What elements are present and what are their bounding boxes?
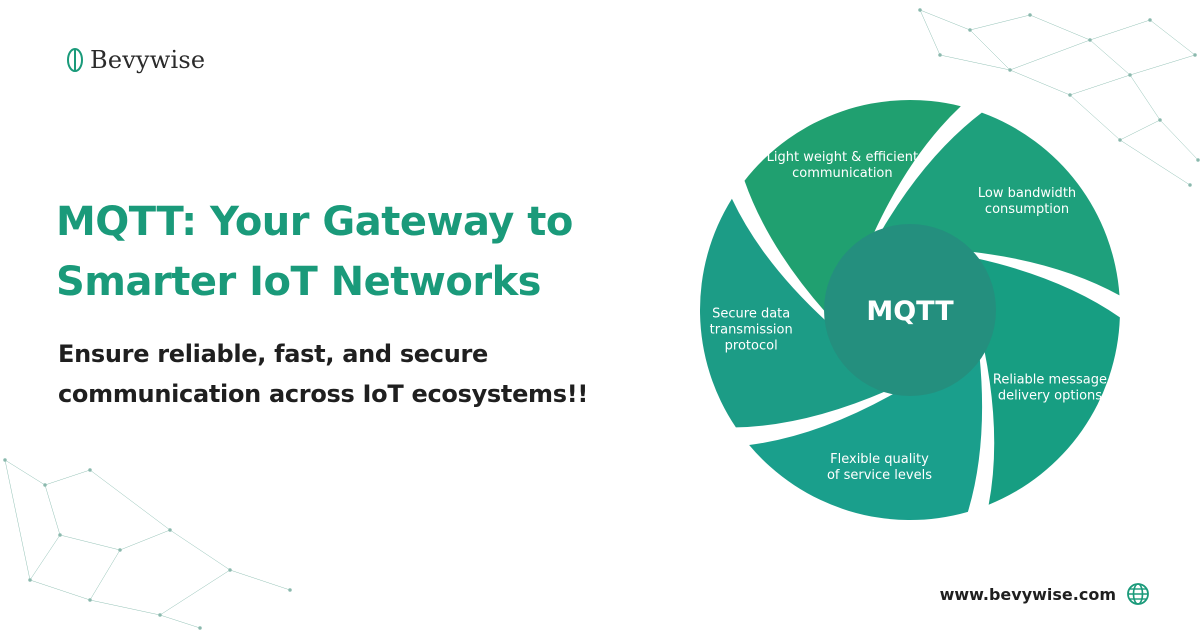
- page-title: MQTT: Your Gateway to Smarter IoT Networ…: [56, 192, 696, 312]
- diagram-segment-label-line: consumption: [985, 202, 1069, 217]
- diagram-segment-label-line: Light weight & efficient: [767, 150, 918, 165]
- website-link[interactable]: www.bevywise.com: [940, 582, 1150, 606]
- brand-name: Bevywise: [90, 46, 206, 74]
- network-pattern-bottom-left: [3, 458, 292, 630]
- diagram-segment-4: [749, 356, 983, 520]
- diagram-segment-label-line: transmission: [710, 322, 793, 337]
- page-subtitle-line-2: communication across IoT ecosystems!!: [58, 380, 589, 408]
- diagram-segment-1: [744, 100, 961, 313]
- diagram-segment-label-line: communication: [792, 166, 893, 181]
- diagram-segment-label-line: protocol: [725, 338, 778, 353]
- segments-layer: [700, 100, 1120, 520]
- diagram-segment-label-line: Secure data: [712, 306, 790, 321]
- page-title-line-1: MQTT: Your Gateway to: [56, 199, 573, 245]
- leaf-logo-icon: [67, 48, 83, 72]
- page-subtitle-line-1: Ensure reliable, fast, and secure: [58, 340, 489, 368]
- diagram-segment-5: [700, 198, 887, 428]
- diagram-segment-3: [976, 258, 1120, 505]
- diagram-segment-label-line: Low bandwidth: [978, 186, 1076, 201]
- center-label: MQTT: [866, 296, 954, 327]
- brand-logo[interactable]: Bevywise: [64, 46, 205, 74]
- diagram-segment-label-line: Reliable message: [993, 373, 1107, 388]
- center-circle: [824, 224, 996, 396]
- network-pattern-top-right: [918, 8, 1200, 187]
- website-url: www.bevywise.com: [939, 584, 1116, 604]
- diagram-segment-label-line: delivery options: [998, 389, 1102, 404]
- diagram-segment-label-line: of service levels: [827, 468, 932, 483]
- globe-icon: [1127, 583, 1149, 605]
- diagram-segment-label-line: Flexible quality: [830, 452, 929, 467]
- page-subtitle: Ensure reliable, fast, and secure commun…: [58, 334, 698, 414]
- diagram-segment-2: [881, 112, 1120, 296]
- page-title-line-2: Smarter IoT Networks: [56, 259, 541, 305]
